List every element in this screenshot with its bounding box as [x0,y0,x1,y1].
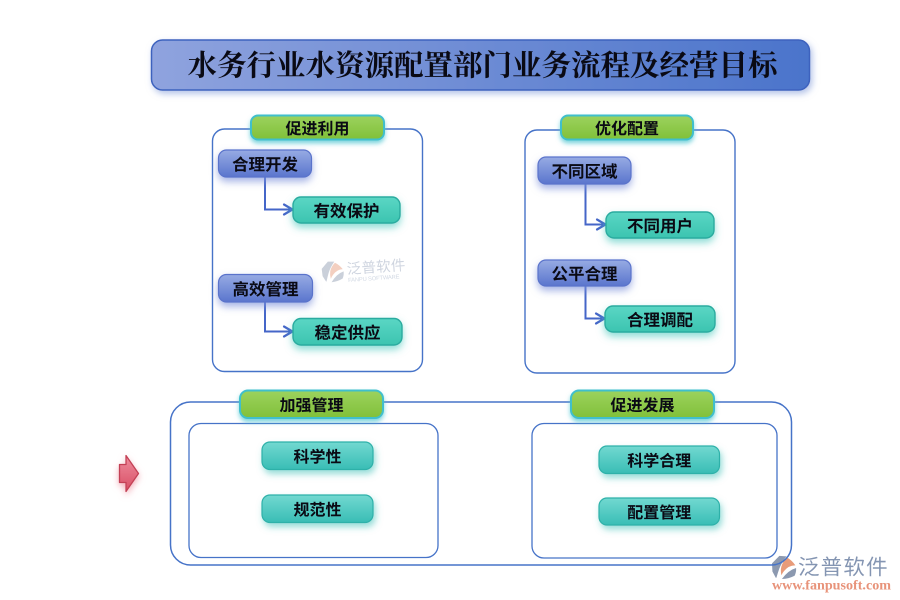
svg-text:FANPU SOFTWARE: FANPU SOFTWARE [348,274,400,284]
svg-text:www.fanpusoft.com: www.fanpusoft.com [772,579,891,594]
